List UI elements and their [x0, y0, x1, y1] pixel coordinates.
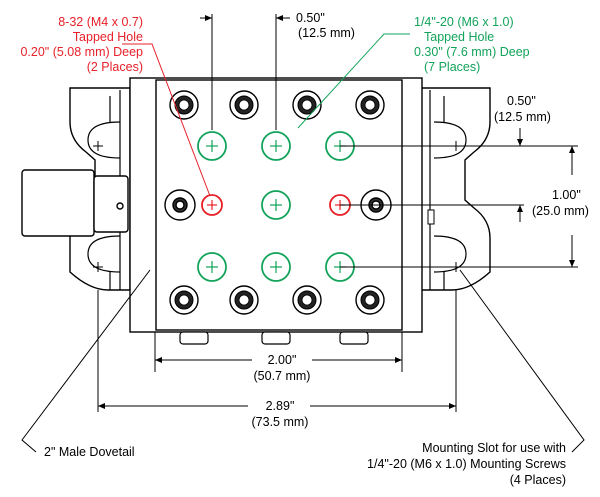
slot-label-line2: 1/4"-20 (M6 x 1.0) Mounting Screws — [367, 457, 566, 471]
width-outer-mm: (73.5 mm) — [252, 415, 309, 429]
bottom-pins — [179, 331, 369, 345]
red-hole-callout: 8-32 (M4 x 0.7) Tapped Hole 0.20" (5.08 … — [20, 15, 143, 74]
cap-screw — [292, 285, 322, 315]
cap-screw — [229, 285, 259, 315]
green-tapped-hole — [197, 131, 227, 161]
green-tapped-hole — [261, 190, 291, 220]
cap-screw — [355, 285, 385, 315]
width-inner-mm: (50.7 mm) — [254, 369, 311, 383]
right-pitch-in: 1.00" — [552, 188, 581, 202]
cap-screws — [169, 90, 385, 315]
slot-label-line1: Mounting Slot for use with — [422, 441, 566, 455]
width-outer-in: 2.89" — [266, 399, 295, 413]
right-spacing-dim: 0.50" (12.5 mm) — [494, 94, 551, 124]
side-notch — [427, 209, 435, 225]
green-tapped-hole — [261, 131, 291, 161]
dimension-lines — [97, 14, 578, 412]
green-tapped-hole — [261, 252, 291, 282]
cap-screw — [355, 90, 385, 120]
red-hole-type: Tapped Hole — [73, 30, 143, 44]
green-hole-depth: 0.30" (7.6 mm) Deep — [414, 45, 530, 59]
slot-label-line3: (4 Places) — [510, 473, 566, 487]
top-spacing-in: 0.50" — [296, 11, 325, 25]
green-hole-thread: 1/4"-20 (M6 x 1.0) — [414, 15, 514, 29]
lock-knob — [21, 169, 129, 237]
red-hole-thread: 8-32 (M4 x 0.7) — [58, 15, 143, 29]
cap-screw — [229, 90, 259, 120]
green-hole-callout: 1/4"-20 (M6 x 1.0) Tapped Hole 0.30" (7.… — [414, 15, 530, 74]
top-spacing-mm: (12.5 mm) — [298, 26, 355, 40]
cap-screw — [292, 90, 322, 120]
right-pitch-mm: (25.0 mm) — [532, 204, 589, 218]
red-tapped-hole — [201, 194, 223, 216]
right-spacing-in: 0.50" — [507, 94, 536, 108]
green-tapped-hole — [197, 252, 227, 282]
mounting-slots — [87, 90, 467, 290]
right-pitch-dim: 1.00" (25.0 mm) — [532, 188, 589, 218]
green-hole-type: Tapped Hole — [424, 30, 494, 44]
width-outer-dim: 2.89" (73.5 mm) — [252, 399, 309, 429]
dovetail-label: 2" Male Dovetail — [44, 445, 135, 459]
cap-screw — [169, 285, 199, 315]
right-spacing-mm: (12.5 mm) — [494, 110, 551, 124]
width-inner-in: 2.00" — [268, 353, 297, 367]
slot-callout: Mounting Slot for use with 1/4"-20 (M6 x… — [367, 441, 566, 487]
red-hole-count: (2 Places) — [87, 60, 143, 74]
leader-lines — [21, 33, 585, 453]
green-hole-count: (7 Places) — [424, 60, 480, 74]
width-inner-dim: 2.00" (50.7 mm) — [254, 353, 311, 383]
red-hole-depth: 0.20" (5.08 mm) Deep — [20, 45, 143, 59]
cap-screw — [169, 90, 199, 120]
arrowheads — [98, 15, 575, 409]
top-spacing-dim: 0.50" (12.5 mm) — [296, 11, 355, 40]
